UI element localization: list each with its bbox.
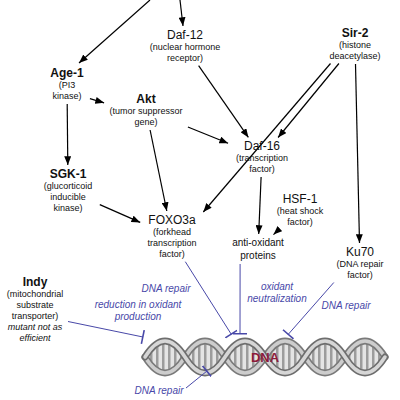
inhibition-line <box>68 322 143 338</box>
node-label: anti-oxidant proteins <box>226 236 290 262</box>
activation-arrow <box>90 99 104 103</box>
activation-arrow <box>188 127 228 143</box>
gene-name: SGK-1 <box>38 167 98 181</box>
inhibition-line <box>240 264 241 334</box>
activation-arrow <box>67 104 69 165</box>
gene-node: Daf-16(transcription factor) <box>230 139 294 175</box>
gene-node: Sir-2(histone deacetylase) <box>325 26 385 62</box>
gene-name: Akt <box>106 92 186 106</box>
gene-description: (heat shock factor) <box>272 206 328 228</box>
gene-node: Age-1(PI3 kinase) <box>46 66 88 102</box>
activation-arrow <box>100 205 140 223</box>
gene-description: (glucorticoid inducible kinase) <box>38 181 98 214</box>
edge-label: reduction in oxidant production <box>84 299 192 323</box>
annotation-label: DNA repair <box>130 385 188 397</box>
gene-description: (transcription factor) <box>230 153 294 175</box>
activation-arrow <box>150 130 167 211</box>
activation-arrow <box>199 66 249 138</box>
gene-name: HSF-1 <box>272 192 328 206</box>
gene-description: (histone deacetylase) <box>325 40 385 62</box>
gene-name: FOXO3a <box>142 213 202 227</box>
activation-arrow <box>356 64 360 243</box>
activation-arrow <box>203 64 330 213</box>
edge-label: DNA repair <box>138 283 194 295</box>
gene-description: (mitochondrial substrate transporter) <box>4 289 66 322</box>
activation-arrow <box>278 64 339 138</box>
gene-name: Age-1 <box>46 66 88 80</box>
dna-label: DNA <box>251 350 279 365</box>
gene-node: Akt(tumor suppressor gene) <box>106 92 186 128</box>
activation-arrow <box>259 177 261 234</box>
gene-node: HSF-1(heat shock factor) <box>272 192 328 228</box>
gene-node: FOXO3a(forkhead transcription factor) <box>142 213 202 260</box>
activation-arrow <box>274 229 280 234</box>
gene-node: SGK-1(glucorticoid inducible kinase) <box>38 167 98 214</box>
dna-strand <box>145 341 385 373</box>
gene-node: Daf-12(nuclear hormone receptor) <box>145 28 225 64</box>
gene-description: (nuclear hormone receptor) <box>145 42 225 64</box>
dna-strand-highlight <box>145 341 385 373</box>
gene-description: (DNA repair factor) <box>332 259 388 281</box>
dna-node: DNA <box>145 336 385 378</box>
incoming-arrow <box>180 0 183 26</box>
gene-node: Indy(mitochondrial substrate transporter… <box>4 275 66 344</box>
gene-name: Daf-12 <box>145 28 225 42</box>
edge-label: DNA repair <box>318 300 374 312</box>
gene-name: Indy <box>4 275 66 289</box>
dna-base-pairs <box>145 330 385 384</box>
inhibition-line <box>186 371 207 388</box>
gene-node: Ku70(DNA repair factor) <box>332 245 388 281</box>
inhibition-line <box>185 262 231 335</box>
protein-node: anti-oxidant proteins <box>226 236 290 262</box>
dna-strand-highlight <box>145 341 385 373</box>
gene-description: (tumor suppressor gene) <box>106 106 186 128</box>
edge-label: oxidant neutralization <box>244 281 310 305</box>
gene-description: (forkhead transcription factor) <box>142 227 202 260</box>
dna-strand <box>145 341 385 373</box>
incoming-arrow <box>79 0 150 63</box>
gene-name: Sir-2 <box>325 26 385 40</box>
gene-description: (PI3 kinase) <box>46 80 88 102</box>
gene-note: mutant not as efficient <box>4 322 66 344</box>
gene-name: Ku70 <box>332 245 388 259</box>
gene-name: Daf-16 <box>230 139 294 153</box>
